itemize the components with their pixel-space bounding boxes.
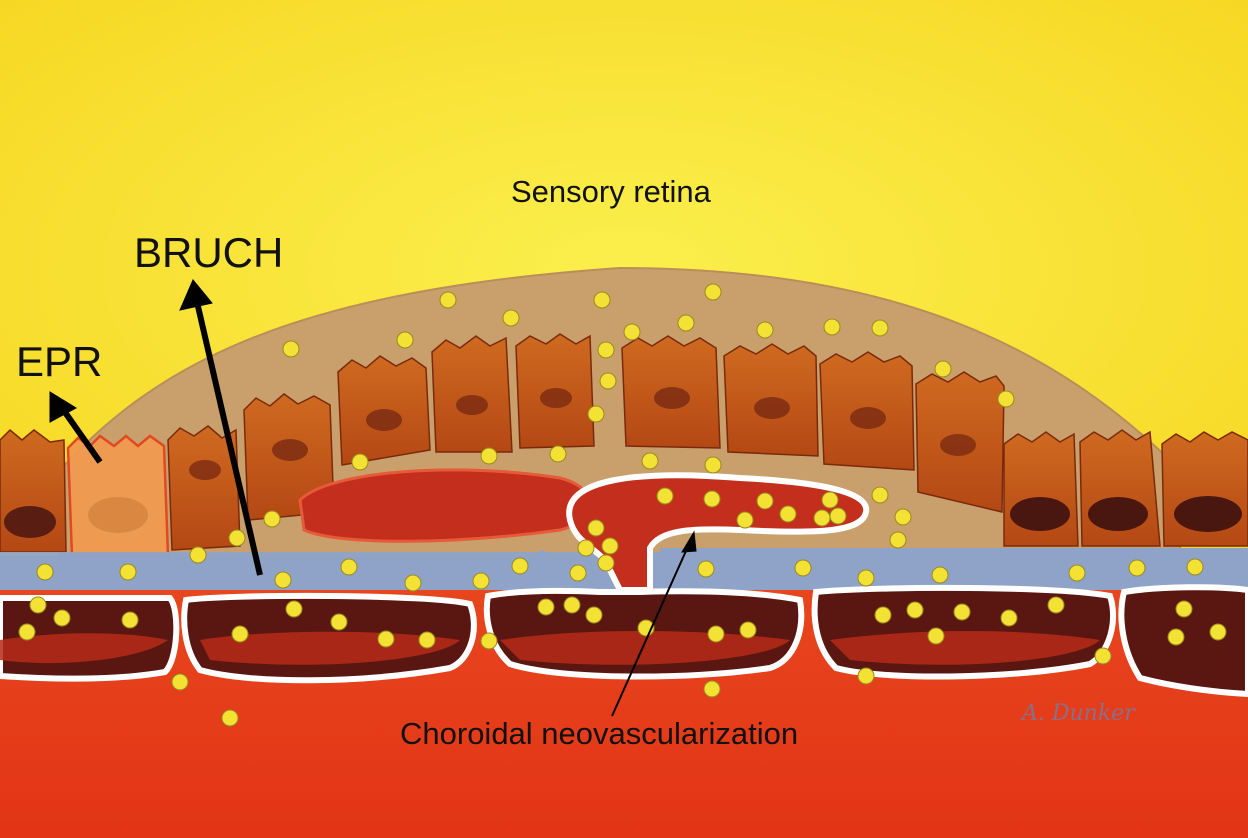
rpe-nuclei-left: [4, 506, 56, 538]
cnv-arrow-head: [681, 530, 697, 553]
rpe-nuclei-elevated: [189, 387, 976, 480]
cnv-arrow-shaft: [611, 541, 691, 717]
epr-label: EPR: [16, 338, 103, 385]
epr-cell-nucleus: [88, 497, 148, 533]
rpe-nuclei-right: [1010, 496, 1242, 532]
bruch-arrow-head: [179, 279, 213, 311]
bruch-label: BRUCH: [134, 229, 284, 276]
label-arrows: [49, 279, 697, 717]
epr-highlighted-cell: [66, 434, 170, 558]
choroidal-neovascularization-label: Choroidal neovascularization: [400, 716, 799, 751]
epr-arrow-shaft: [59, 406, 103, 464]
sensory-retina-label: Sensory retina: [511, 174, 711, 209]
bruch-arrow-shaft: [194, 301, 263, 576]
cell-particles: [18, 283, 1227, 727]
artist-signature: A. Dunker: [1022, 701, 1135, 726]
epr-arrow-head: [49, 391, 78, 423]
neovascular-vessel-left: [298, 468, 592, 543]
